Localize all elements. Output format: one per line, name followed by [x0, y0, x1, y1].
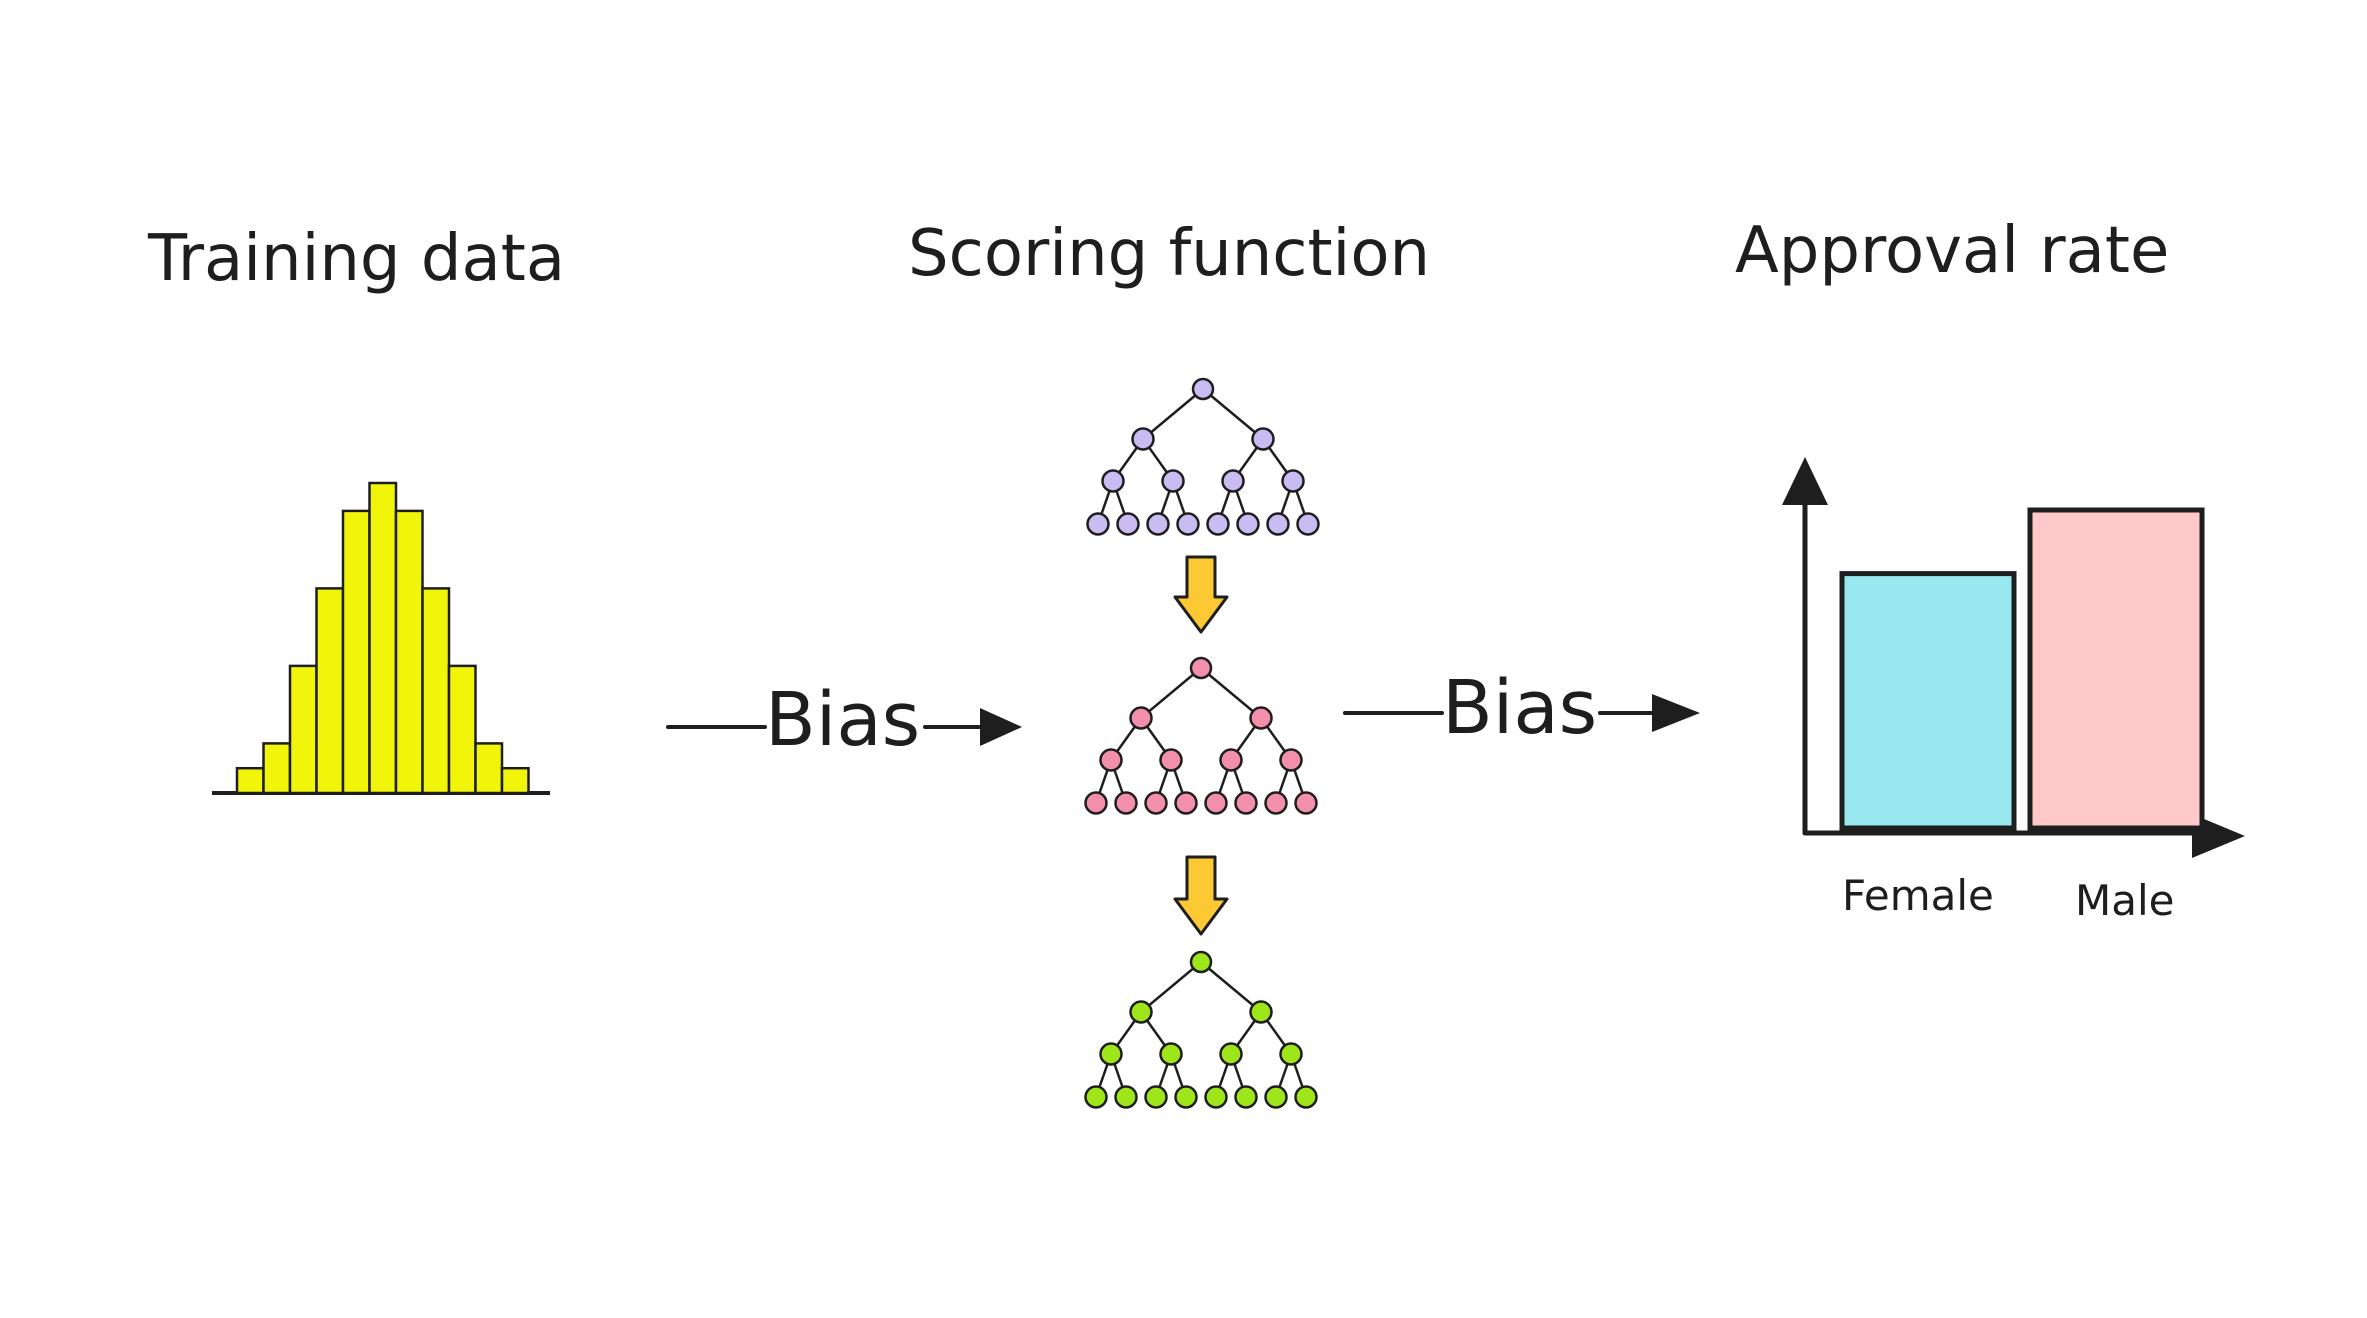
tree-node: [1084, 791, 1108, 815]
tree-edge: [1142, 388, 1204, 440]
tree-node: [1264, 1085, 1288, 1109]
tree-node: [1129, 1000, 1153, 1024]
decision-tree-pink: [1084, 656, 1318, 815]
training-data-title: Training data: [147, 222, 565, 296]
scoring-function-title: Scoring function: [908, 217, 1430, 291]
tree-node: [1221, 469, 1245, 493]
histogram-bar: [288, 664, 318, 795]
tree-node: [1279, 1042, 1303, 1066]
tree-node: [1204, 1085, 1228, 1109]
tree-node: [1294, 1085, 1318, 1109]
approval-bar-female: [1839, 571, 2017, 831]
histogram-bar: [474, 742, 504, 795]
arrowhead-icon: [1652, 694, 1700, 732]
tree-node: [1249, 1000, 1273, 1024]
tree-node: [1159, 1042, 1183, 1066]
tree-node: [1219, 1042, 1243, 1066]
histogram-bar: [394, 509, 424, 795]
bias-label-1: Bias: [765, 677, 920, 763]
tree-node: [1234, 791, 1258, 815]
tree-node: [1099, 748, 1123, 772]
x-axis-arrowhead-icon: [2192, 814, 2245, 858]
tree-node: [1144, 1085, 1168, 1109]
down-arrow-icon: [1173, 855, 1229, 936]
tree-node: [1219, 748, 1243, 772]
tree-node: [1189, 656, 1213, 680]
approval-rate-chart: Female Male: [1782, 457, 2245, 925]
tree-node: [1144, 791, 1168, 815]
tree-node: [1176, 512, 1200, 536]
tree-node: [1129, 706, 1153, 730]
tree-node: [1279, 748, 1303, 772]
tree-node: [1266, 512, 1290, 536]
tree-node: [1099, 1042, 1123, 1066]
category-label-male: Male: [2075, 876, 2174, 925]
tree-node: [1174, 1085, 1198, 1109]
tree-edge: [1200, 667, 1262, 719]
tree-node: [1264, 791, 1288, 815]
tree-node: [1174, 791, 1198, 815]
tree-node: [1161, 469, 1185, 493]
decision-tree-green: [1084, 950, 1318, 1109]
tree-node: [1204, 791, 1228, 815]
tree-edge: [1202, 388, 1264, 440]
approval-bar-male: [2027, 507, 2205, 831]
tree-node: [1189, 950, 1213, 974]
histogram-bar: [262, 742, 292, 795]
approval-rate-title: Approval rate: [1735, 214, 2169, 288]
tree-node: [1206, 512, 1230, 536]
tree-node: [1251, 427, 1275, 451]
tree-node: [1114, 791, 1138, 815]
histogram-bar: [421, 587, 451, 795]
histogram-bar: [447, 664, 477, 795]
tree-node: [1084, 1085, 1108, 1109]
training-data-histogram: [212, 481, 550, 795]
tree-node: [1281, 469, 1305, 493]
tree-node: [1116, 512, 1140, 536]
histogram-bar: [500, 766, 530, 795]
tree-node: [1236, 512, 1260, 536]
y-axis-arrowhead-icon: [1782, 457, 1828, 505]
tree-node: [1249, 706, 1273, 730]
arrowhead-icon: [980, 708, 1022, 746]
tree-edge: [1140, 961, 1202, 1013]
tree-node: [1086, 512, 1110, 536]
tree-node: [1159, 748, 1183, 772]
tree-node: [1114, 1085, 1138, 1109]
tree-node: [1191, 377, 1215, 401]
tree-node: [1146, 512, 1170, 536]
tree-edge: [1140, 667, 1202, 719]
tree-node: [1294, 791, 1318, 815]
decision-tree-purple: [1086, 377, 1320, 536]
tree-node: [1101, 469, 1125, 493]
category-label-female: Female: [1842, 871, 1994, 920]
tree-node: [1131, 427, 1155, 451]
down-arrow-icon: [1173, 555, 1229, 634]
bias-arrow-2: Bias: [1343, 665, 1700, 751]
bias-label-2: Bias: [1442, 665, 1597, 751]
histogram-bar: [235, 766, 265, 795]
bias-arrow-1: Bias: [666, 677, 1022, 763]
tree-node: [1234, 1085, 1258, 1109]
histogram-bar: [368, 481, 398, 795]
histogram-bar: [315, 587, 345, 795]
tree-node: [1296, 512, 1320, 536]
histogram-bar: [341, 509, 371, 795]
tree-edge: [1200, 961, 1262, 1013]
